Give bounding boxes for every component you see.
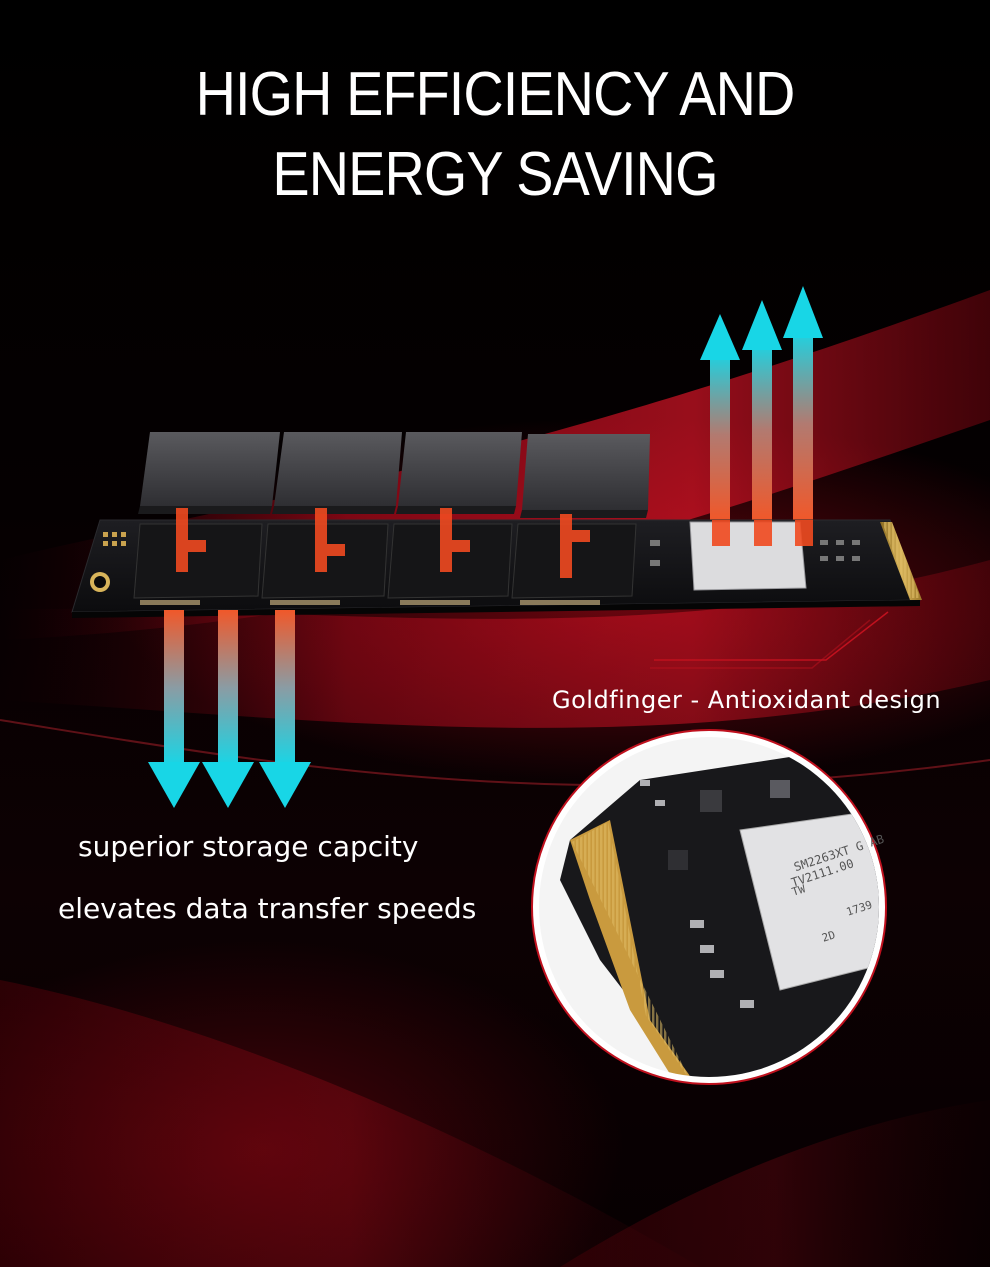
title-line-1: HIGH EFFICIENCY AND bbox=[195, 60, 796, 129]
heat-sink-pad-icon bbox=[138, 432, 280, 514]
callout-line bbox=[650, 611, 889, 669]
title-line-2: ENERGY SAVING bbox=[272, 140, 718, 209]
arrow-up-icon bbox=[783, 286, 823, 520]
arrow-down-icon bbox=[148, 610, 200, 808]
arrow-down-icon bbox=[202, 610, 254, 808]
ssd-board bbox=[71, 519, 922, 618]
goldfinger-caption: Goldfinger - Antioxidant design bbox=[552, 686, 942, 714]
page-title: HIGH EFFICIENCY AND ENERGY SAVING bbox=[50, 55, 941, 215]
heat-sink-pad-icon bbox=[272, 432, 402, 514]
speed-caption: elevates data transfer speeds bbox=[58, 892, 477, 925]
storage-caption: superior storage capcity bbox=[78, 830, 419, 863]
heat-sink-pad-icon bbox=[520, 434, 650, 518]
arrow-up-icon bbox=[742, 300, 782, 520]
goldfinger-zoom-view bbox=[531, 729, 887, 1085]
heat-sink-pad-icon bbox=[396, 432, 522, 514]
arrow-up-icon bbox=[700, 314, 740, 520]
arrow-down-icon bbox=[259, 610, 311, 808]
